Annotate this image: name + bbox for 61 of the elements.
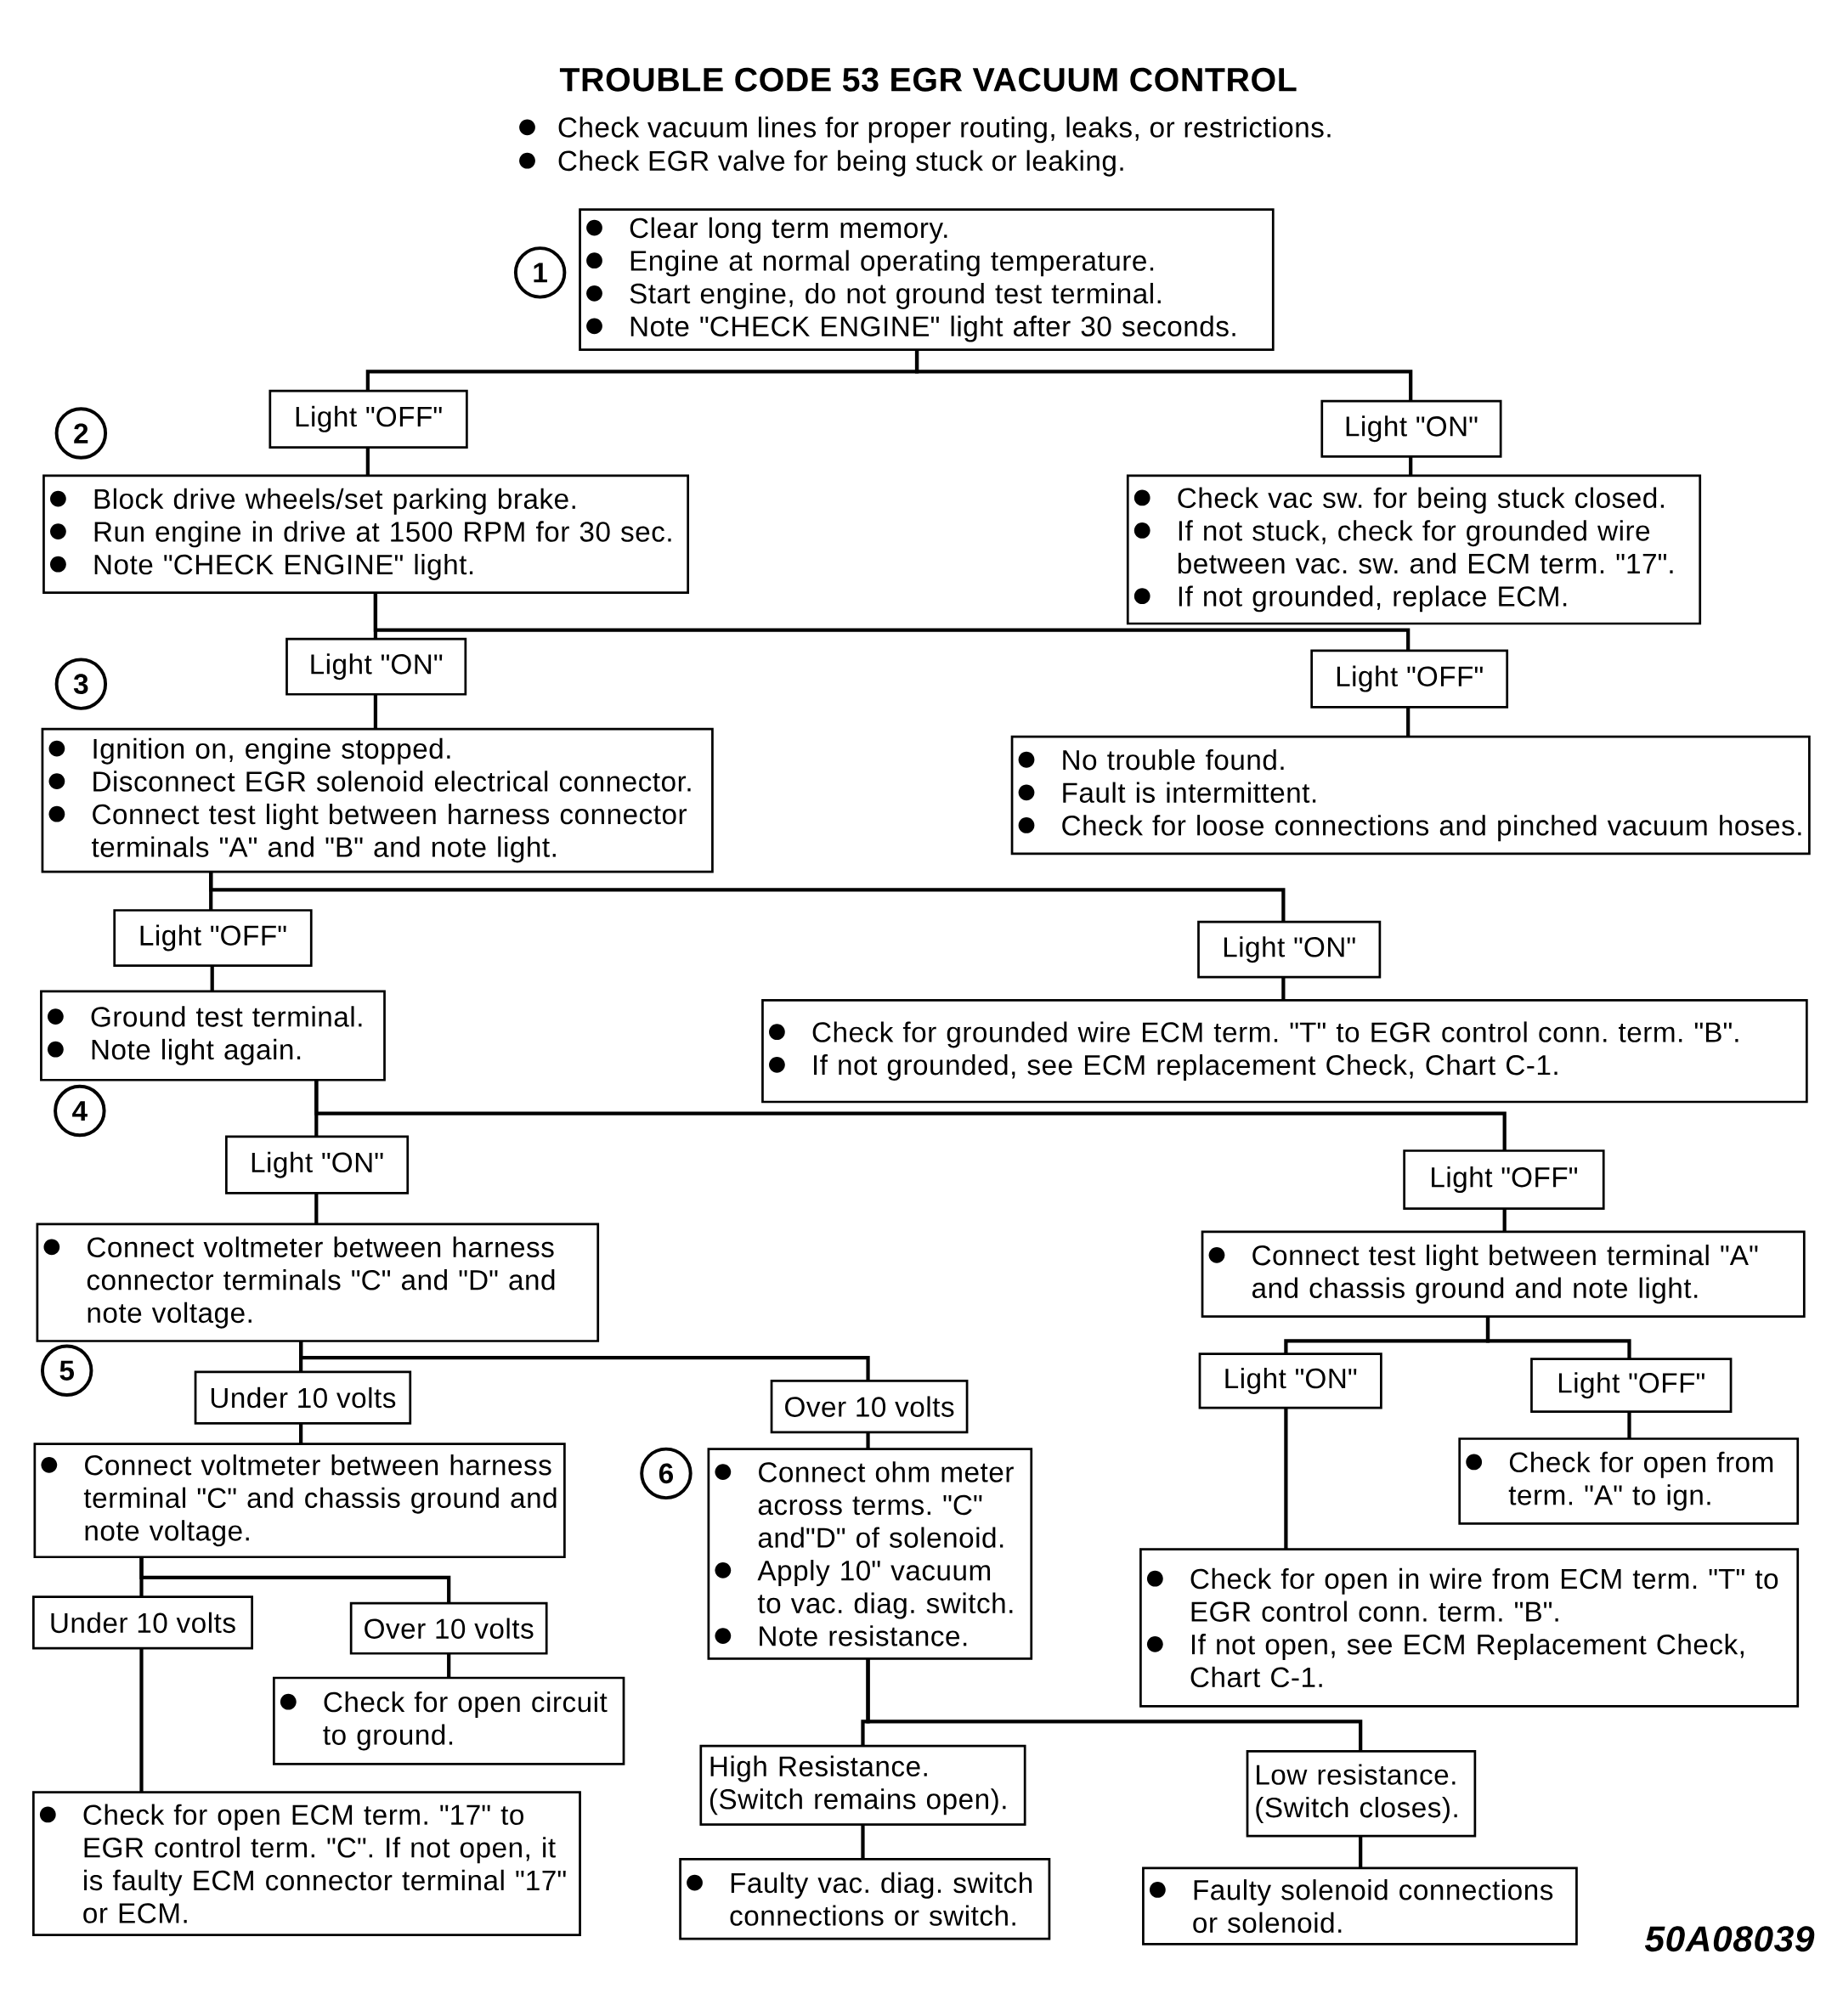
instruction-box: Connect voltmeter between harness terminal "C" and chassis ground and note voltage.	[33, 1443, 566, 1559]
connector-line	[373, 694, 378, 730]
connector-line	[915, 349, 1413, 402]
instruction-box: No trouble found. Fault is intermittent. Check for loose connections and pinched vacuum hoses.	[1010, 735, 1811, 856]
connector-line	[1406, 707, 1411, 737]
condition-box: Light "OFF"	[1310, 649, 1509, 709]
instruction-box: Ignition on, engine stopped. Disconnect EGR solenoid electrical connector. Connect test light between harness connector terminals "A" and "B" and note light.	[41, 727, 714, 873]
instruction-box: Check for grounded wire ECM term. "T" to EGR control conn. term. "B". If not grounded, see ECM replacement Check, Chart C-1.	[761, 999, 1808, 1104]
condition-box: Under 10 volts	[32, 1595, 254, 1650]
connector-line	[210, 965, 214, 991]
connector-line	[314, 1193, 319, 1224]
instruction-box: Ground test terminal. Note light again.	[40, 990, 387, 1081]
instruction-box: Check for open ECM term. "17" to EGR control term. "C". If not open, it is faulty ECM connector terminal "17" or ECM.	[32, 1791, 582, 1937]
connector-line	[866, 1432, 870, 1449]
figure-number: 50A08039	[1645, 1926, 1815, 1952]
condition-box: Light "OFF"	[269, 389, 468, 449]
instruction-box: Check vac sw. for being stuck closed. If not stuck, check for grounded wire between vac. sw. and ECM term. "17". If not grounded, replace ECM.	[1127, 474, 1702, 625]
condition-box: Light "ON"	[225, 1135, 410, 1194]
condition-box: Light "OFF"	[113, 909, 313, 967]
connector-line	[1281, 977, 1286, 1001]
connector-line	[365, 447, 370, 476]
connector-line	[1627, 1411, 1631, 1439]
connector-line	[1359, 1836, 1363, 1868]
instruction-box: Connect voltmeter between harness connector terminals "C" and "D" and note voltage.	[36, 1223, 600, 1342]
connector-line	[1409, 456, 1413, 476]
condition-box: Light "ON"	[1197, 920, 1382, 979]
instruction-box: Clear long term memory. Engine at normal operating temperature. Start engine, do not ground test terminal. Note "CHECK ENGINE" light after 30 seconds.	[579, 208, 1275, 351]
condition-box: Light "ON"	[285, 637, 467, 696]
instruction-box: Block drive wheels/set parking brake. Run engine in drive at 1500 RPM for 30 sec. Note "CHECK ENGINE" light.	[42, 474, 690, 595]
title: TROUBLE CODE 53 EGR VACUUM CONTROL	[560, 67, 1297, 92]
connector-line	[861, 1824, 865, 1860]
connector-line	[209, 872, 1286, 923]
connector-line	[299, 1423, 303, 1444]
connector-line	[866, 1658, 1363, 1752]
note-text: Check vacuum lines for proper routing, leaks, or restrictions.	[558, 116, 1331, 144]
instruction-box: Check for open from term. "A" to ign.	[1458, 1437, 1800, 1525]
condition-box: Light "OFF"	[1530, 1358, 1733, 1414]
connector-line	[1486, 1316, 1631, 1359]
condition-box: Light "ON"	[1320, 399, 1502, 458]
instruction-box: Faulty vac. diag. switch connections or switch.	[679, 1858, 1051, 1940]
condition-box: Low resistance. (Switch closes).	[1246, 1749, 1477, 1838]
connector-line	[447, 1653, 451, 1678]
condition-box: Over 10 volts	[349, 1601, 548, 1655]
connector-line	[373, 592, 1411, 651]
instruction-box: Connect test light between terminal "A" and chassis ground and note light.	[1201, 1230, 1806, 1319]
condition-box: High Resistance. (Switch remains open).	[699, 1744, 1026, 1826]
instruction-box: Faulty solenoid connections or solenoid.	[1142, 1866, 1578, 1945]
connector-line	[299, 1341, 870, 1381]
condition-box: Light "ON"	[1198, 1352, 1382, 1409]
instruction-box: Check for open in wire from ECM term. "T" to EGR control conn. term. "B". If not open, see ECM Replacement Check, Chart C-1.	[1139, 1548, 1800, 1708]
connector-line	[139, 1556, 451, 1604]
instruction-box: Connect ohm meter across terms. "C" and"D" of solenoid. Apply 10" vacuum to vac. diag. switch. Note resistance.	[707, 1448, 1033, 1660]
connector-line	[139, 1648, 144, 1793]
connector-line	[1502, 1208, 1507, 1232]
condition-box: Over 10 volts	[770, 1380, 969, 1434]
condition-box: Under 10 volts	[194, 1370, 412, 1425]
note-text: Check EGR valve for being stuck or leaking.	[558, 150, 1123, 177]
instruction-box: Check for open circuit to ground.	[273, 1676, 625, 1765]
condition-box: Light "OFF"	[1403, 1149, 1605, 1210]
connector-line	[1284, 1408, 1288, 1550]
connector-line	[314, 1080, 1507, 1151]
